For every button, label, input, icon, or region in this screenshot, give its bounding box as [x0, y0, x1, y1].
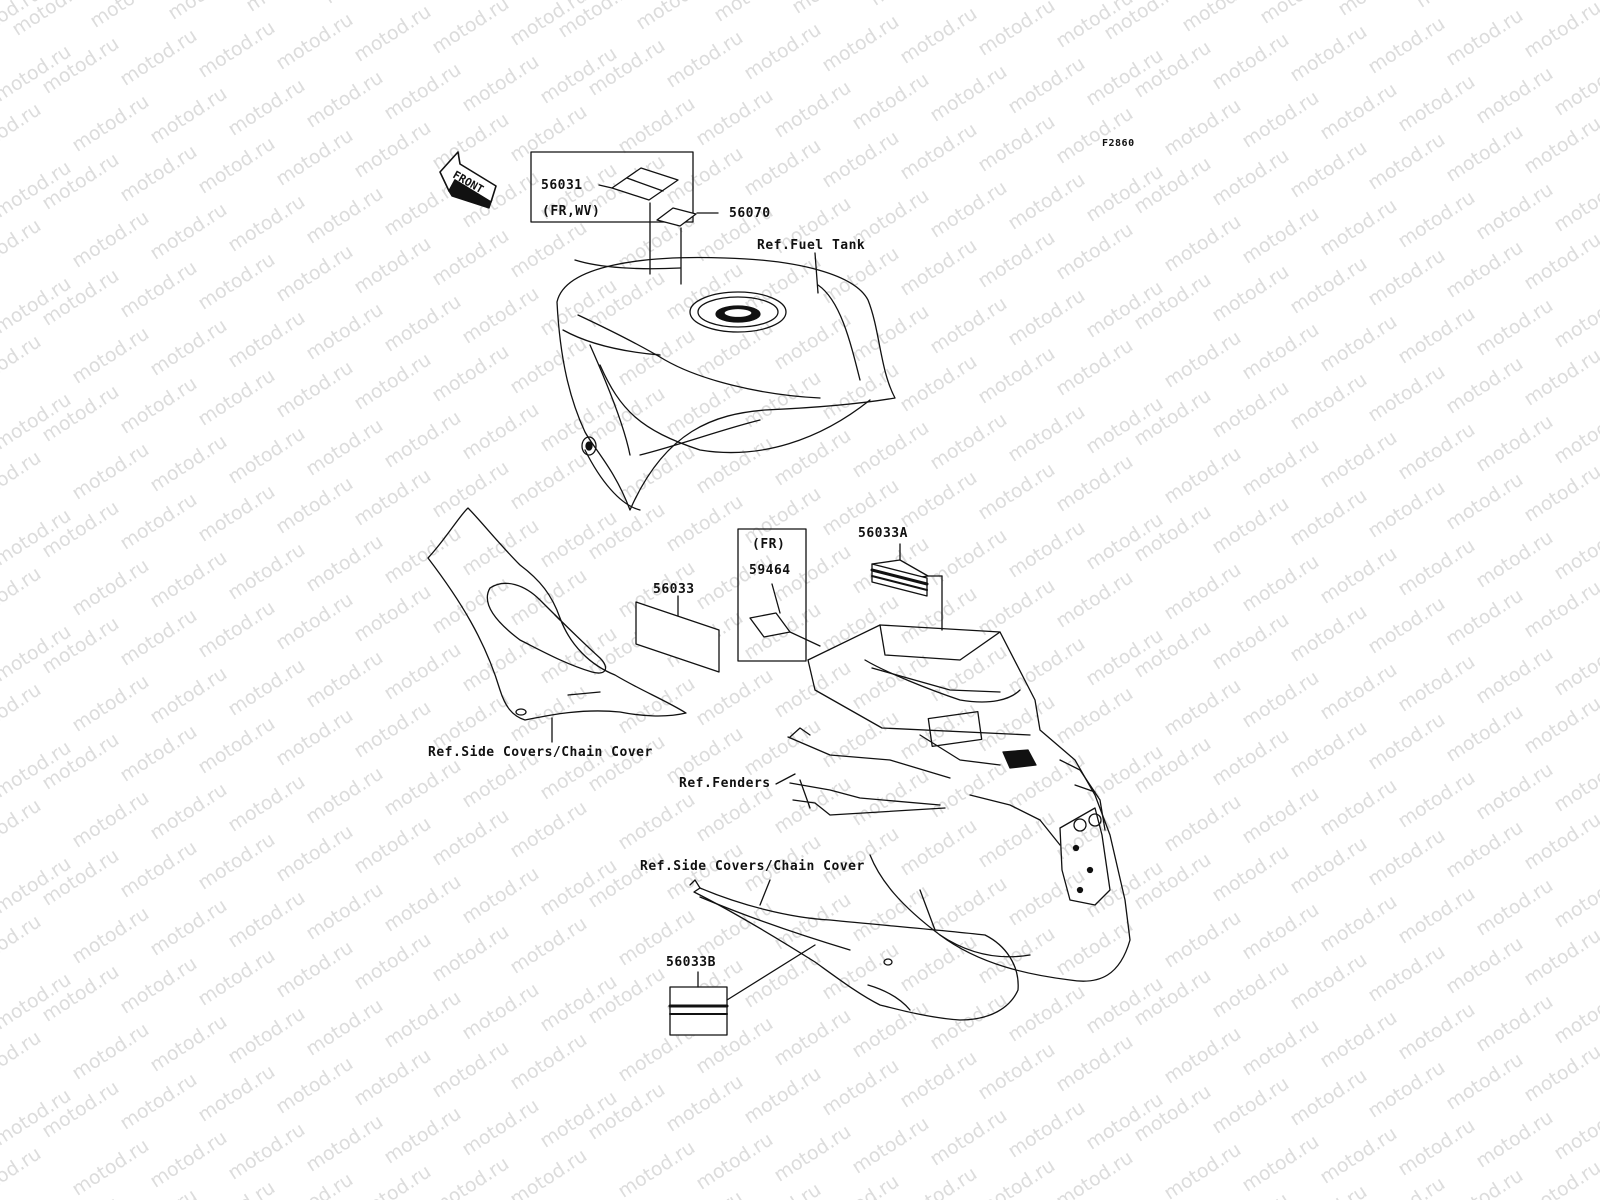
label-56033b-drawing: [668, 944, 816, 1036]
ref-fenders-label[interactable]: Ref.Fenders: [679, 776, 771, 791]
side-cover-upper-drawing: [427, 507, 687, 743]
label-56033a-drawing: [870, 543, 943, 631]
label-56033-drawing: [635, 595, 720, 673]
variant-note-fr: (FR): [752, 537, 786, 552]
side-cover-lower-drawing: [689, 879, 1019, 1021]
part-number-56033[interactable]: 56033: [653, 582, 695, 597]
ref-fuel-tank-label[interactable]: Ref.Fuel Tank: [757, 238, 866, 253]
rear-fender-drawing: [775, 624, 1131, 982]
ref-side-covers-lower-label[interactable]: Ref.Side Covers/Chain Cover: [640, 859, 865, 874]
ref-side-covers-upper-label[interactable]: Ref.Side Covers/Chain Cover: [428, 745, 653, 760]
part-number-56031[interactable]: 56031: [541, 178, 583, 193]
variant-note-fr-wv: (FR,WV): [542, 204, 601, 219]
part-number-56070[interactable]: 56070: [729, 206, 771, 221]
figure-code: F2860: [1102, 138, 1135, 149]
part-number-56033a[interactable]: 56033A: [858, 526, 908, 541]
fuel-tank-drawing: [556, 256, 896, 511]
part-number-59464[interactable]: 59464: [749, 563, 791, 578]
part-number-56033b[interactable]: 56033B: [666, 955, 716, 970]
label-callout-box-mid: [737, 528, 821, 662]
label-callout-box-top: [530, 151, 819, 294]
front-arrow-icon: FRONT: [439, 151, 497, 209]
